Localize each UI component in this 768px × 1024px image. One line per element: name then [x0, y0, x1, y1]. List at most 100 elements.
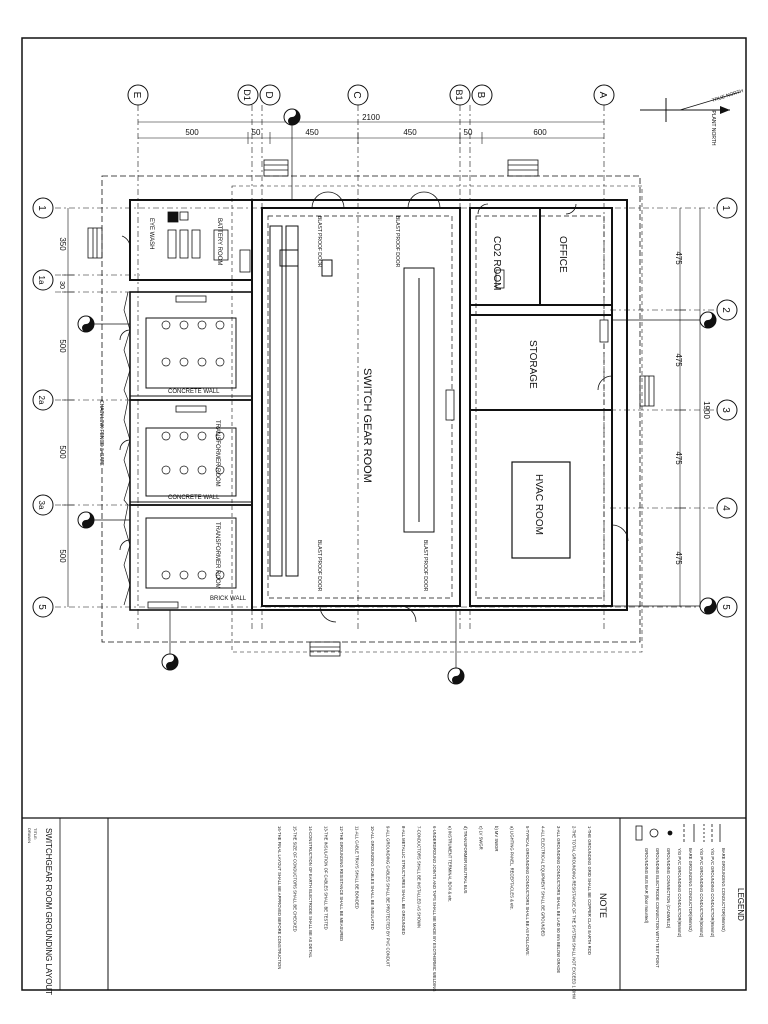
row-label-1: 1	[36, 205, 47, 211]
drawn-label: DRAWN	[27, 828, 32, 843]
note-line-3: 4-ALL ELECTRICAL EQUIPMENT SHALL BE GROU…	[541, 826, 546, 936]
grid-label-a: A	[597, 92, 608, 99]
electrode-leads	[94, 125, 700, 668]
note-line-2: 3-ALL GROUNDING CONDUCTORS SHALL BE LAID…	[556, 826, 561, 973]
legend-item-1: Y/G PVC GROUNDING CONDUCTOR(95mm2)	[710, 848, 715, 938]
note-line-9: e) INSTRUMENT TERMINAL BOX & etc.	[448, 826, 453, 902]
legend-item-2: Y/G PVC GROUNDING CONDUCTOR(50mm2)	[699, 848, 704, 938]
grid-label-d: D	[263, 91, 274, 98]
dim-right-475a: 475	[674, 251, 683, 265]
note-line-14: 10-ALL GROUNDING CABLES SHALL BE INSULAT…	[370, 826, 375, 930]
row-label-3a: 3a	[37, 501, 46, 510]
dim-top-50a: 50	[252, 128, 261, 137]
ground-loop-inner	[231, 185, 643, 653]
ground-electrode-icon	[161, 653, 179, 671]
room-label-transformer-2: TRANSFORMER ROOM	[214, 522, 220, 589]
grid-label-c: C	[351, 91, 362, 98]
door-swings	[119, 191, 629, 623]
battery-racks	[167, 211, 251, 273]
chain-link-fence	[123, 291, 131, 606]
row-label-2a: 2a	[37, 396, 46, 405]
column-bubbles: E D1 D C B1 B A	[127, 84, 615, 106]
note-line-7: c) LV SWGR	[479, 826, 484, 850]
legend-item-7: GROUNDING BUS BAR (floor mounted)	[644, 848, 649, 924]
dim-overall-top: 2100	[362, 113, 380, 122]
ground-bus-bars	[147, 269, 609, 609]
legend-item-3: BARE GROUNDING CONDUCTOR(95mm2)	[688, 848, 693, 932]
row-bubbles-right: 1 2 3 4 5	[716, 197, 738, 618]
right-dimensions	[674, 208, 701, 607]
legend-list: BARE GROUNDING CONDUCTOR(95mm2) Y/G PVC G…	[644, 848, 726, 968]
dim-right-475c: 475	[674, 451, 683, 465]
north-arrow: TRUE NORTH PLANT NORTH	[640, 88, 745, 146]
row-label-right-4: 4	[720, 505, 731, 511]
true-north-label: TRUE NORTH	[711, 88, 744, 104]
note-line-16: 12-THE GROUNDING RESISTANCE SHALL BE MEA…	[339, 826, 344, 941]
row-bubbles-left: 1 1a 2a 3a 5	[32, 197, 54, 618]
ground-electrodes	[77, 108, 717, 685]
wall-label-brick: BRICK WALL	[210, 596, 247, 602]
grid-bubble-c	[347, 84, 369, 106]
note-line-10: 6-UNDERGROUND JOINTS AND TAPS SHALL BE M…	[432, 826, 437, 992]
grid-bubble-b1	[449, 84, 471, 106]
dim-right-475d: 475	[674, 551, 683, 565]
room-label-switchgear: SWITCH GEAR ROOM	[361, 368, 373, 483]
top-dimensions	[138, 121, 604, 144]
room-label-battery: BATTERY ROOM	[216, 218, 222, 265]
entry-steps	[87, 159, 655, 657]
hvac-unit	[511, 461, 571, 559]
note-line-18: 14-CONSTRUCTION OF EARTH ELECTRODE SHALL…	[308, 826, 313, 959]
dim-top-500: 500	[185, 128, 199, 137]
room-label-office: OFFICE	[557, 236, 568, 273]
row-label-right-1: 1	[720, 205, 731, 211]
wall-label-concrete-1: CONCRETE WALL	[168, 389, 220, 395]
door-label-bp2: BLAST PROOF DOOR	[394, 216, 400, 268]
building-walls	[129, 199, 628, 611]
row-label-right-2: 2	[720, 307, 731, 313]
dim-right-475b: 475	[674, 353, 683, 367]
ground-electrode-icon	[283, 108, 301, 126]
row-label-right-3: 3	[720, 407, 731, 413]
ground-electrode-icon	[77, 315, 95, 333]
dim-right-overall: 1900	[702, 401, 711, 419]
row-label-1a: 1a	[37, 276, 46, 285]
grid-label-e: E	[131, 92, 142, 99]
concrete-walls	[130, 395, 252, 503]
note-line-13: 9-ALL GROUNDING CABLES SHALL BE PROTECTE…	[386, 826, 391, 967]
room-label-co2: CO2 ROOM	[491, 236, 502, 290]
room-label-transformer-1: TRANSFORMER ROOM	[214, 420, 220, 487]
note-line-4: 5-TYPICAL GROUNDING CONDUCTORS SHALL BE …	[525, 826, 530, 956]
note-line-15: 11-ALL CABLE TRAYS SHALL BE BONDED	[355, 826, 360, 909]
transformer-units	[145, 317, 237, 589]
dim-top-50b: 50	[464, 128, 473, 137]
ground-loop-outer	[101, 175, 641, 643]
ground-electrode-icon	[699, 597, 717, 615]
row-label-right-5: 5	[720, 604, 731, 610]
dim-top-450b: 450	[403, 128, 417, 137]
legend-heading: LEGEND	[736, 888, 745, 921]
grid-bubble-e	[127, 84, 149, 106]
legend-symbols	[635, 824, 721, 842]
grid-rows	[55, 207, 715, 608]
dim-left-350: 350	[58, 237, 67, 251]
notes-list: 1-THE GROUNDING GRID SHALL BE COPPER CLA…	[277, 826, 592, 999]
switchgear-panels	[269, 225, 435, 577]
plant-north-label: PLANT NORTH	[710, 110, 716, 145]
title-prefix: TITLE:	[33, 828, 38, 840]
legend-item-0: BARE GROUNDING CONDUCTOR(95mm2)	[721, 848, 726, 932]
ground-electrode-icon	[77, 511, 95, 529]
grid-bubble-d1	[237, 84, 259, 106]
wall-label-fence: CHAIN LINK FENCE & GATE	[98, 400, 104, 466]
dim-left-500b: 500	[58, 445, 67, 459]
door-label-bp1: BLAST PROOF DOOR	[316, 216, 322, 268]
dim-left-30: 30	[58, 281, 65, 289]
door-label-bp3: BLAST PROOF DOOR	[316, 540, 322, 592]
grid-bubble-a	[593, 84, 615, 106]
note-line-17: 13-THE INSULATION OF CABLES SHALL BE TES…	[324, 826, 329, 930]
note-line-1: 2-THE TOTAL GROUNDING RESISTANCE OF THE …	[572, 826, 577, 999]
door-label-bp4: BLAST PROOF DOOR	[422, 540, 428, 592]
drawing-title: SWITCHGEAR ROOM GROUNDING LAYOUT	[44, 828, 53, 995]
note-line-11: 7-CONDUCTORS SHALL BE INSTALLED AS SHOWN	[417, 826, 422, 928]
grid-bubble-d	[259, 84, 281, 106]
